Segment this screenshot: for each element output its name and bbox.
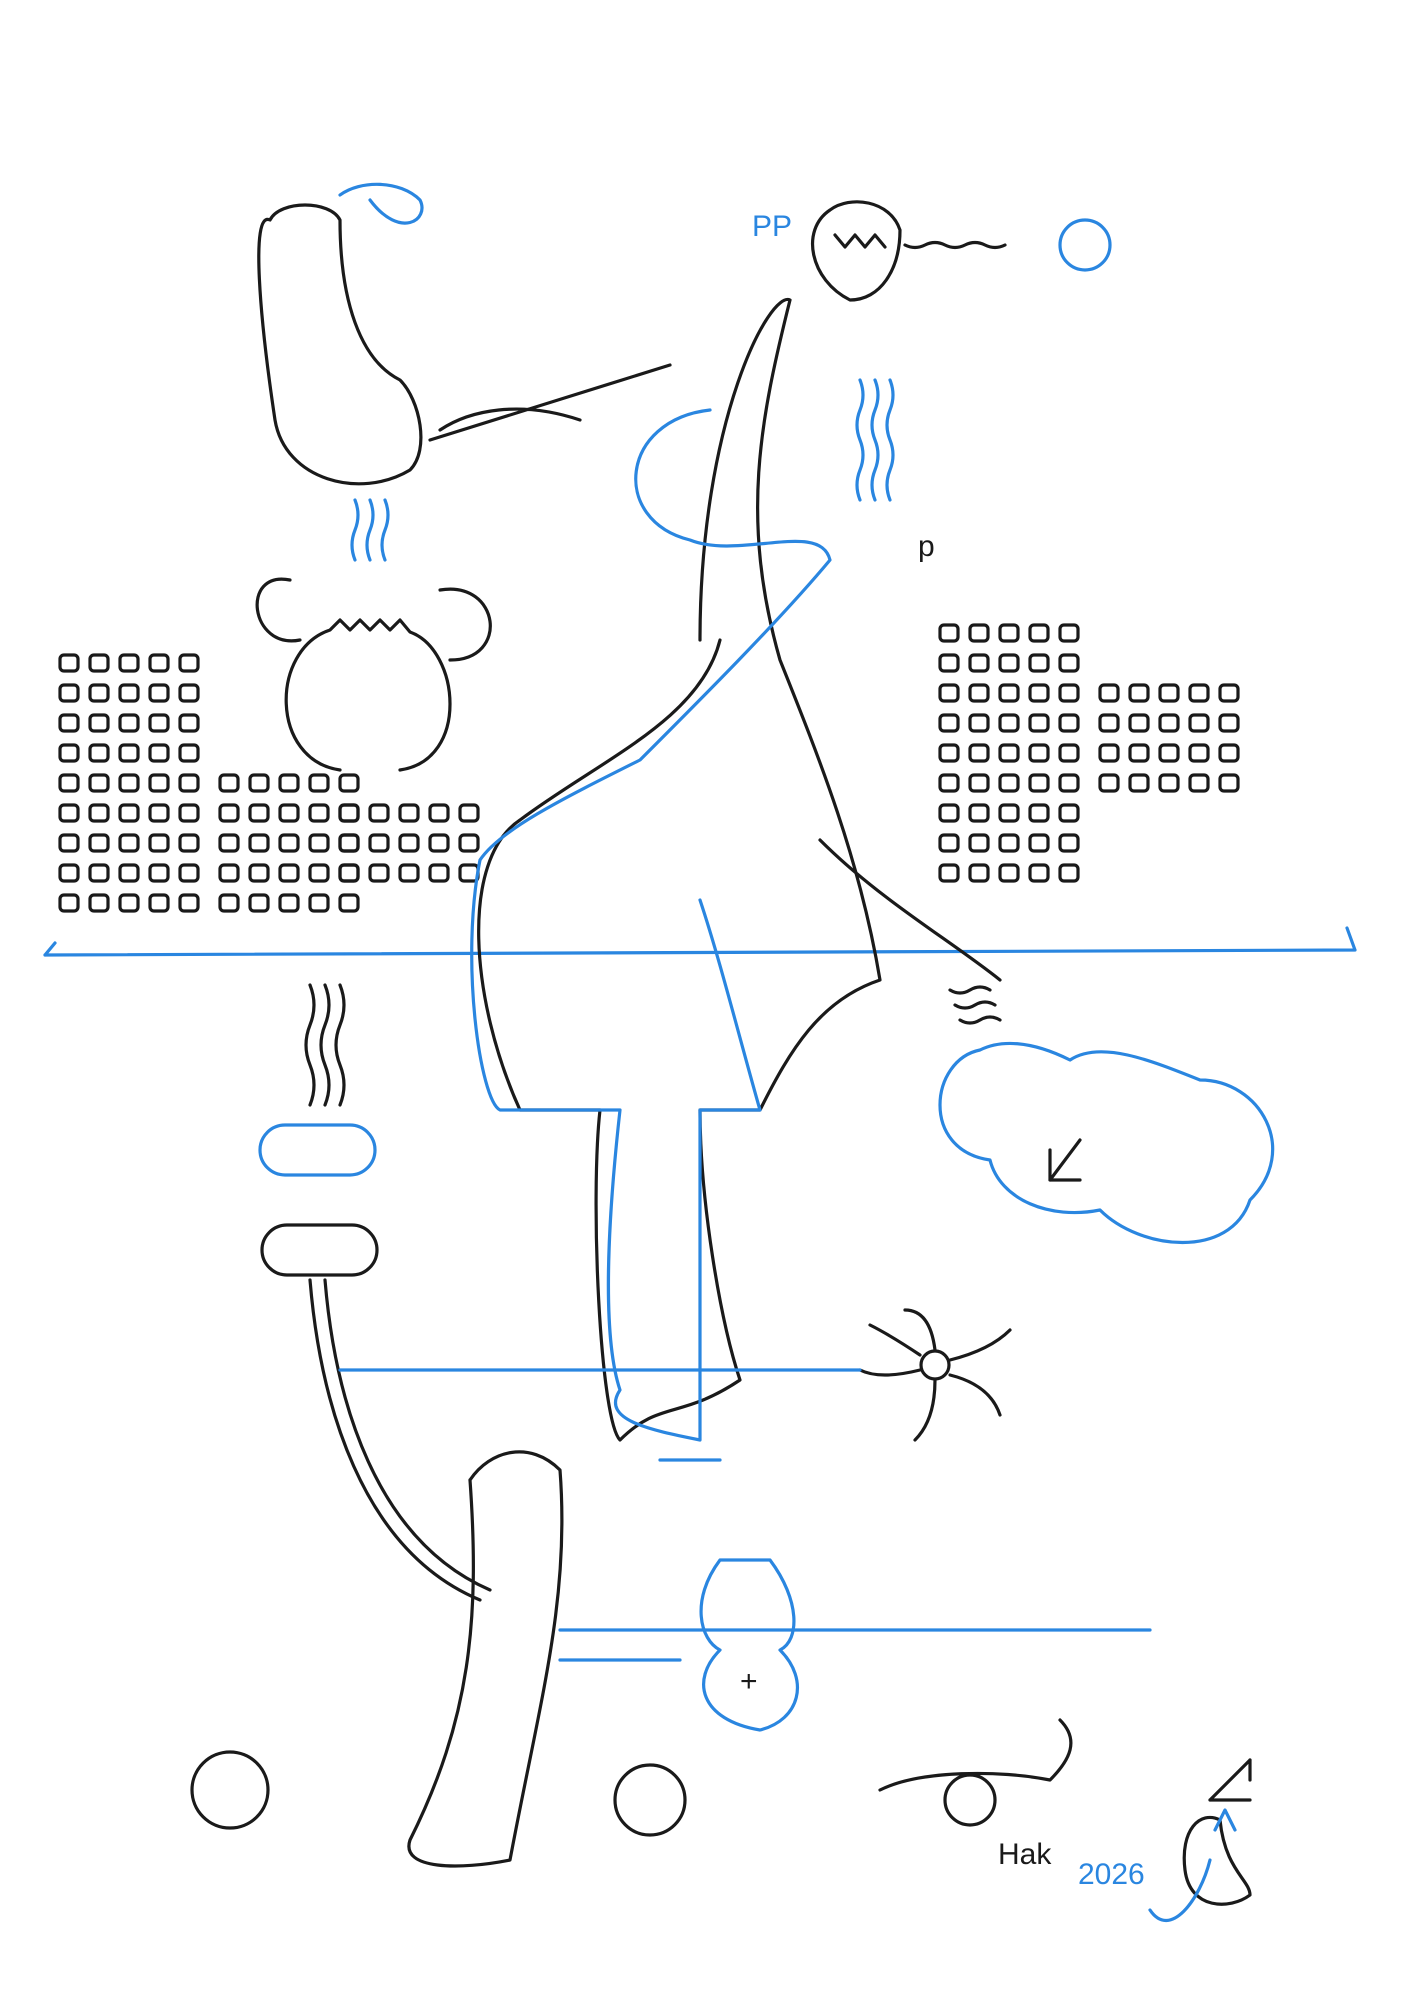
label-pp: PP bbox=[752, 210, 793, 243]
blue-pill bbox=[258, 1123, 377, 1177]
black-pill bbox=[260, 1223, 379, 1277]
foot bbox=[1182, 1815, 1252, 1906]
stick bbox=[428, 363, 672, 442]
arrow-icon-blob bbox=[1048, 1138, 1082, 1182]
window-grid-right bbox=[938, 623, 1240, 883]
blue-arrows-middle bbox=[338, 1368, 862, 1462]
window-grid-left bbox=[58, 653, 480, 913]
pot-middle bbox=[613, 1763, 687, 1837]
horizon-line bbox=[43, 926, 1357, 957]
figure-blue bbox=[470, 408, 832, 1442]
blue-circle-top-right bbox=[1058, 218, 1112, 272]
label-p: p bbox=[918, 530, 935, 563]
water-flow-top bbox=[855, 378, 895, 502]
ears bbox=[255, 577, 492, 662]
blue-lines-lower bbox=[558, 1628, 1152, 1662]
wavy-tubes-top bbox=[304, 983, 346, 1107]
blue-arrow-foot bbox=[1148, 1808, 1237, 1923]
year: 2026 bbox=[1078, 1858, 1145, 1891]
wavy-tubes-bottom bbox=[308, 1278, 492, 1602]
water-lines-hand bbox=[948, 985, 1002, 1025]
mask-head bbox=[811, 200, 902, 302]
mask-teeth bbox=[833, 233, 887, 249]
pot-left bbox=[190, 1750, 270, 1830]
lower-figure-leg bbox=[407, 1450, 564, 1868]
figure-black bbox=[477, 297, 882, 1442]
reclining-figure bbox=[878, 1718, 1073, 1792]
wavy-string bbox=[903, 240, 1007, 250]
label-plus: + bbox=[740, 1665, 758, 1698]
reaching-arm bbox=[818, 838, 1002, 982]
signature: Hak bbox=[998, 1838, 1052, 1871]
arrow-icon-bottom-right bbox=[1208, 1758, 1252, 1802]
flower-petals bbox=[858, 1308, 1012, 1442]
vessel-spout bbox=[338, 182, 424, 225]
flower-center bbox=[919, 1349, 951, 1381]
burst-head bbox=[284, 618, 452, 772]
water-flow bbox=[350, 498, 390, 562]
blue-blob-right bbox=[938, 1041, 1275, 1244]
vase bbox=[699, 1558, 799, 1732]
ball-right bbox=[943, 1773, 997, 1827]
vessel-top-left bbox=[257, 203, 423, 486]
